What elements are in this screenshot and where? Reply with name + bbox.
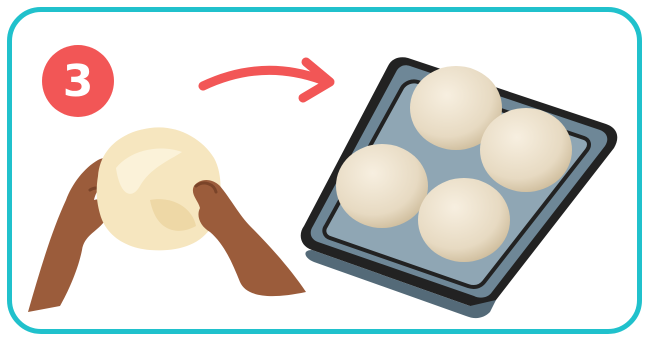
baking-tray-with-dough-balls-icon (301, 57, 618, 318)
hands-kneading-dough-icon (28, 127, 306, 312)
curved-arrow-right-icon (203, 62, 330, 98)
dough-ball (336, 144, 428, 228)
dough-ball (480, 108, 572, 192)
dough-ball (418, 178, 510, 262)
